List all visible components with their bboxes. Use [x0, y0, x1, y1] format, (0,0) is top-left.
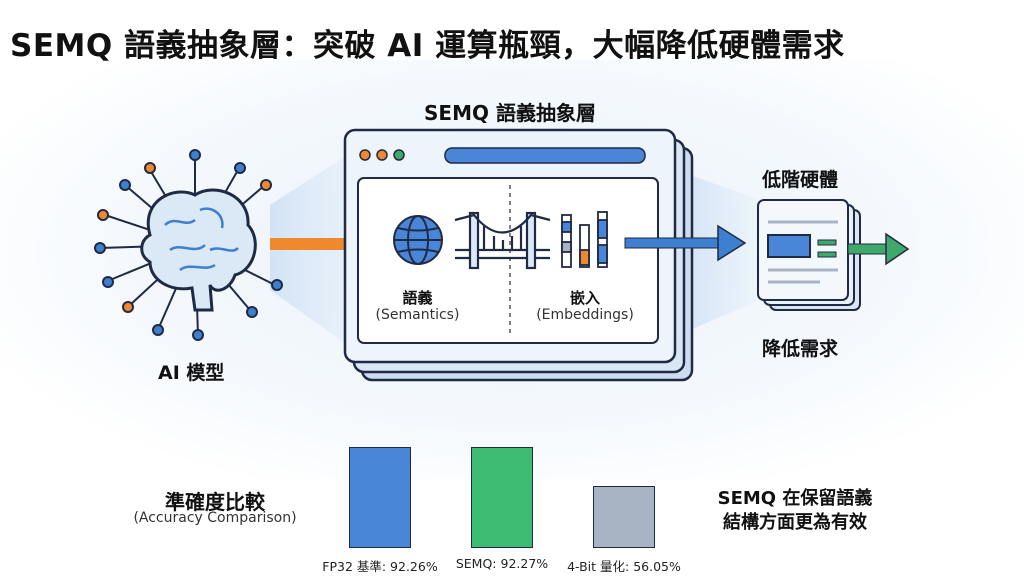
chart-bar-label-2: 4-Bit 量化: 56.05%	[567, 559, 681, 574]
chart-bar-0	[349, 446, 411, 548]
semantics-label: 語義	[402, 289, 433, 307]
reduced-arrow-icon	[847, 232, 910, 266]
layer-title: SEMQ 語義抽象層	[424, 101, 596, 125]
window-content-panel	[357, 177, 659, 344]
chart-bar-label-1: SEMQ: 92.27%	[455, 556, 549, 571]
semantics-sub-label: (Semantics)	[375, 307, 460, 323]
comparison-subtitle: (Accuracy Comparison)	[133, 510, 297, 526]
window-address-bar	[444, 147, 646, 164]
chart-bar-1	[471, 446, 533, 548]
hardware-bottom-label: 降低需求	[761, 338, 838, 360]
chart-bar-2	[593, 486, 655, 548]
comparison-title: 準確度比較	[165, 490, 265, 514]
embeddings-sub-label: (Embeddings)	[536, 307, 634, 323]
comparison-note-line1: SEMQ 在保留語義	[717, 488, 873, 509]
chart-bar-label-0: FP32 基準: 92.26%	[322, 559, 438, 574]
hardware-top-label: 低階硬體	[761, 169, 838, 191]
window-dot-orange-2	[376, 149, 388, 161]
window-dot-orange	[359, 149, 371, 161]
comparison-note-line2: 結構方面更為有效	[723, 512, 867, 533]
page-title: SEMQ 語義抽象層：突破 AI 運算瓶頸，大幅降低硬體需求	[10, 28, 845, 64]
bridge-icon	[454, 211, 551, 270]
brain-icon	[140, 188, 257, 312]
window-dot-green	[393, 149, 405, 161]
embedding-bars-icon	[561, 211, 608, 268]
globe-icon	[393, 215, 443, 265]
model-label: AI 模型	[158, 362, 225, 384]
output-arrow-icon	[624, 224, 747, 262]
hardware-icon	[757, 199, 861, 311]
embeddings-label: 嵌入	[569, 289, 600, 307]
